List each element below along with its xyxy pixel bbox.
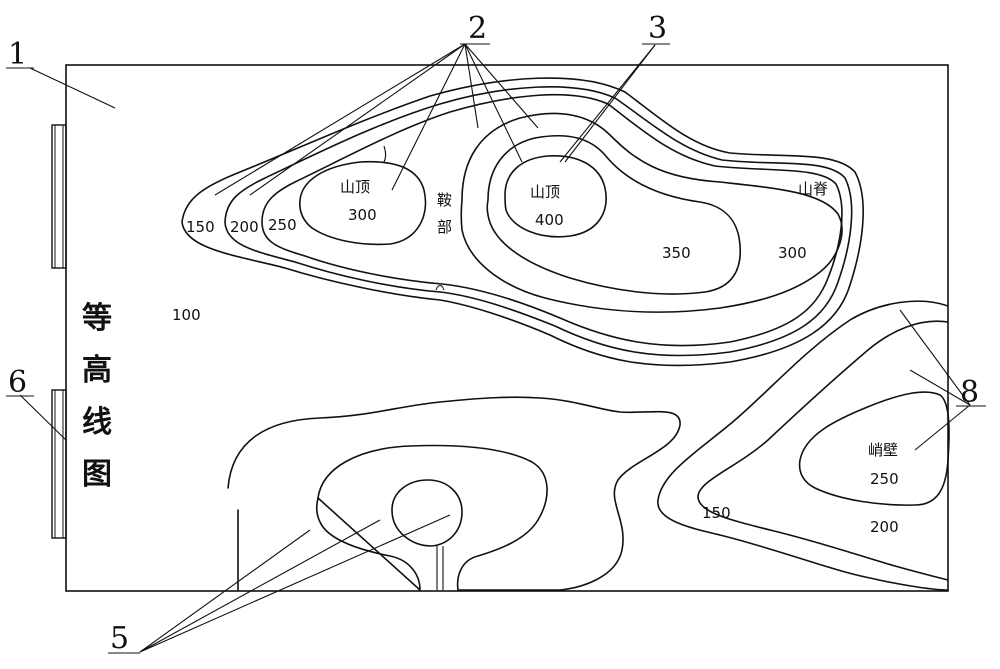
label-elev-300-right: 300 bbox=[778, 244, 807, 262]
title-char-3: 线 bbox=[82, 405, 112, 440]
leader-6 bbox=[19, 394, 67, 441]
ref-number-1: 1 bbox=[8, 37, 27, 72]
map-frame bbox=[65, 64, 949, 592]
contour-lower-outer bbox=[227, 396, 681, 591]
side-bar-upper-inner bbox=[54, 124, 64, 269]
title-char-4: 图 bbox=[82, 457, 112, 492]
label-elev-250-top: 250 bbox=[268, 216, 297, 234]
label-elev-250-cliff: 250 bbox=[870, 470, 899, 488]
contour-200-upper bbox=[224, 86, 853, 357]
label-elev-150-top: 150 bbox=[186, 218, 215, 236]
contour-150-upper bbox=[181, 77, 864, 367]
leader-8-group bbox=[899, 309, 971, 451]
stream-notch bbox=[436, 546, 444, 590]
ref-number-2: 2 bbox=[468, 11, 487, 46]
label-ridge: 山脊 bbox=[798, 180, 828, 198]
contour-lower-summit bbox=[391, 479, 463, 547]
side-bar-lower bbox=[51, 389, 67, 539]
leader-1 bbox=[29, 67, 116, 109]
contour-200-cliff bbox=[697, 320, 949, 581]
contour-300-right-group bbox=[460, 112, 843, 313]
title-char-2: 高 bbox=[82, 353, 112, 388]
title-char-1: 等 bbox=[82, 301, 112, 336]
contour-lower-middle bbox=[315, 444, 548, 591]
label-summit-left: 山顶 bbox=[340, 178, 370, 196]
label-elev-200-top: 200 bbox=[230, 218, 259, 236]
contour-300-left-summit bbox=[299, 160, 427, 246]
saddle-mark bbox=[383, 145, 387, 163]
contour-400 bbox=[504, 155, 607, 238]
leader-2-group bbox=[214, 43, 539, 196]
ref-number-5: 5 bbox=[110, 621, 129, 656]
label-summit-left-elev: 300 bbox=[348, 206, 377, 224]
label-cliff: 峭壁 bbox=[868, 441, 898, 459]
ref-number-8: 8 bbox=[960, 375, 979, 410]
contour-350 bbox=[486, 134, 742, 295]
saddle-divider bbox=[435, 284, 445, 291]
side-bar-upper bbox=[51, 124, 67, 269]
side-bar-lower-inner bbox=[54, 389, 64, 539]
label-elev-100: 100 bbox=[172, 306, 201, 324]
label-elev-200-cliff: 200 bbox=[870, 518, 899, 536]
leader-3-group bbox=[559, 44, 656, 163]
label-elev-150-cliff: 150 bbox=[702, 504, 731, 522]
label-saddle-1: 鞍 bbox=[437, 191, 452, 209]
ref-number-3: 3 bbox=[648, 11, 667, 46]
label-saddle-2: 部 bbox=[437, 218, 452, 236]
label-summit-right-elev: 400 bbox=[535, 211, 564, 229]
label-elev-350: 350 bbox=[662, 244, 691, 262]
contour-250-upper bbox=[261, 93, 843, 347]
label-summit-right: 山顶 bbox=[530, 183, 560, 201]
contour-250-cliff bbox=[798, 391, 950, 506]
leader-5-group bbox=[139, 514, 451, 653]
ref-number-6: 6 bbox=[8, 365, 27, 400]
contour-150-cliff bbox=[657, 300, 949, 591]
